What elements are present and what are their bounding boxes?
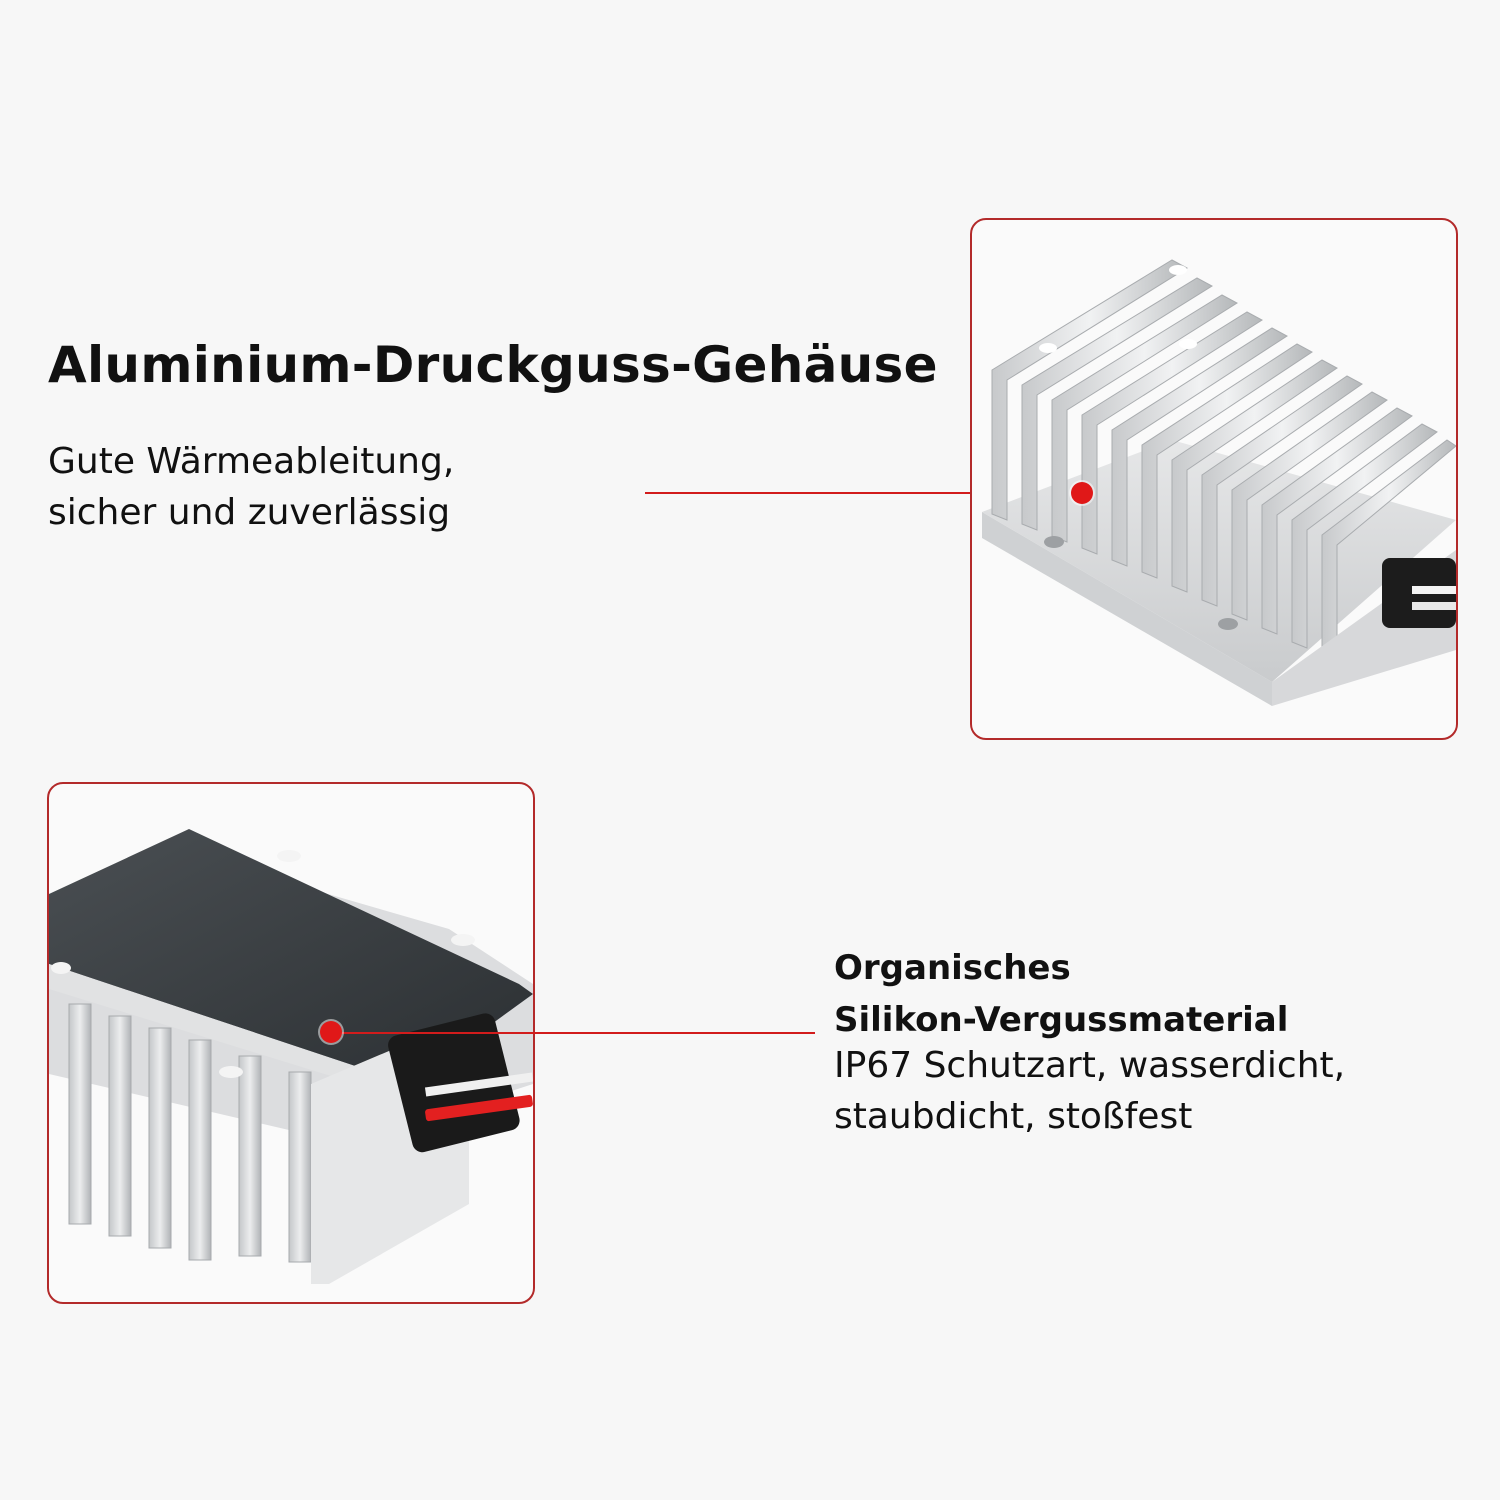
aluminum-housing-photo <box>982 259 1456 706</box>
description-line: staubdicht, stoßfest <box>834 1096 1193 1137</box>
feature-title-potting: Organisches Silikon-Vergussmaterial <box>834 942 1288 1046</box>
callout-line-housing <box>645 492 1083 494</box>
callout-dot-potting <box>320 1021 342 1043</box>
feature-description-housing: Gute Wärmeableitung, sicher und zuverläs… <box>48 436 454 538</box>
title-line: Organisches <box>834 948 1071 988</box>
description-line: sicher und zuverlässig <box>48 492 451 533</box>
housing-photo-frame <box>970 218 1458 740</box>
title-line: Silikon-Vergussmaterial <box>834 1000 1289 1040</box>
silicone-potting-photo <box>49 829 533 1284</box>
feature-title-housing: Aluminium-Druckguss-Gehäuse <box>48 336 938 394</box>
callout-line-potting <box>333 1032 815 1034</box>
callout-dot-housing <box>1071 482 1093 504</box>
description-line: IP67 Schutzart, wasserdicht, <box>834 1045 1346 1086</box>
description-line: Gute Wärmeableitung, <box>48 441 455 482</box>
potting-photo-frame <box>47 782 535 1304</box>
feature-description-potting: IP67 Schutzart, wasserdicht, staubdicht,… <box>834 1040 1345 1142</box>
